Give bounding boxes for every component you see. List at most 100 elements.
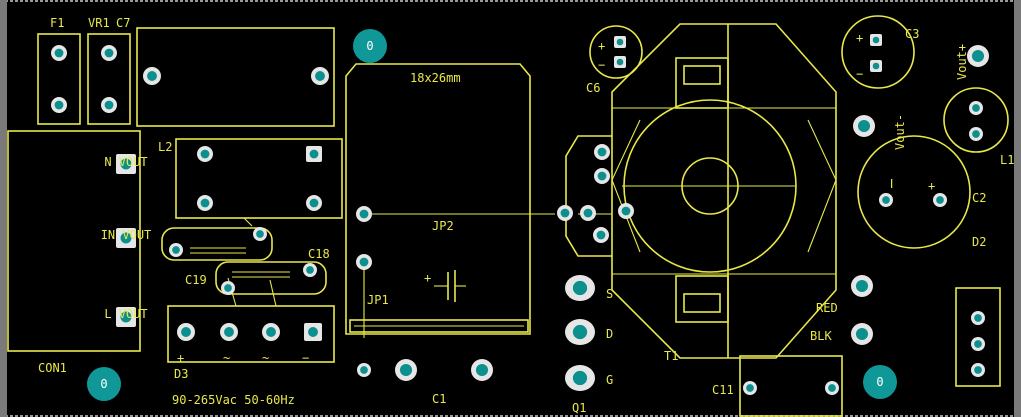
- svg-text:+: +: [928, 179, 935, 193]
- capacitor-c19[interactable]: C19: [161, 227, 273, 287]
- capacitor-c1[interactable]: 18x26mm C1: [345, 63, 531, 406]
- pad: [879, 193, 893, 207]
- label-c2: C2: [972, 191, 986, 205]
- label-d3: D3: [174, 367, 188, 381]
- pad: [870, 34, 882, 46]
- symbol-ac1: ~: [223, 351, 230, 365]
- c2-minus: ǀ: [888, 177, 895, 191]
- pad: [969, 127, 983, 141]
- pad: [580, 205, 596, 221]
- pad: [177, 323, 195, 341]
- label-vr1: VR1: [88, 16, 110, 30]
- pad: [395, 359, 417, 381]
- pad: [197, 195, 213, 211]
- label-pin-d: D: [606, 327, 613, 341]
- label-c6: C6: [586, 81, 600, 95]
- pad: [303, 263, 317, 277]
- pad: [971, 363, 985, 377]
- label-blk: BLK: [810, 329, 832, 343]
- pad: [220, 323, 238, 341]
- pad: [101, 45, 117, 61]
- pad: [825, 381, 839, 395]
- pad: [311, 67, 329, 85]
- pad: [594, 168, 610, 184]
- fiducial-1: 0: [353, 29, 387, 63]
- bridge-rectifier-d3[interactable]: + ~ ~ − D3: [167, 305, 335, 381]
- polarity-symbol: +: [424, 270, 466, 302]
- pad-label-con1-mid: IN VOUT: [101, 228, 152, 242]
- pad: [304, 323, 322, 341]
- pad: [471, 359, 493, 381]
- pad: [853, 115, 875, 137]
- label-c18: C18: [308, 247, 330, 261]
- symbol-plus: +: [177, 351, 184, 365]
- capacitor-c3[interactable]: + − C3: [841, 15, 919, 89]
- pad-label-con1-bot: L VOUT: [104, 307, 147, 321]
- pads: [51, 34, 989, 395]
- input-spec: 90-265Vac 50-60Hz: [172, 393, 295, 407]
- label-c19: C19: [185, 273, 207, 287]
- label-size: 18x26mm: [410, 71, 461, 85]
- output-connector[interactable]: [955, 287, 1001, 387]
- fiducial-3: 0: [863, 365, 897, 399]
- capacitor-c18[interactable]: C18: [215, 247, 330, 295]
- label-pin-g: G: [606, 373, 613, 387]
- pad: [143, 67, 161, 85]
- inductor-l2[interactable]: L2: [158, 138, 343, 219]
- fuse-f1[interactable]: F1: [37, 16, 81, 125]
- label-f1: F1: [50, 16, 64, 30]
- pad: [565, 365, 595, 391]
- pad: [169, 243, 183, 257]
- svg-text:+: +: [856, 31, 863, 45]
- pad: [614, 36, 626, 48]
- label-jp1: JP1: [367, 293, 389, 307]
- svg-text:−: −: [598, 58, 605, 72]
- svg-text:0: 0: [876, 375, 883, 389]
- pad: [565, 319, 595, 345]
- label-c7: C7: [116, 16, 130, 30]
- capacitor-c11[interactable]: C11: [712, 355, 843, 417]
- pad: [969, 101, 983, 115]
- pad: [306, 195, 322, 211]
- svg-text:−: −: [856, 67, 863, 81]
- transformer-t1[interactable]: T1: [611, 23, 837, 363]
- label-t1: T1: [664, 349, 678, 363]
- pad: [221, 281, 235, 295]
- pad: [197, 146, 213, 162]
- pad: [253, 227, 267, 241]
- pad: [51, 97, 67, 113]
- label-vout-minus: Vout-: [893, 114, 907, 150]
- label-jp2: JP2: [432, 219, 454, 233]
- label-c3: C3: [905, 27, 919, 41]
- pad: [851, 323, 873, 345]
- pad: [594, 144, 610, 160]
- label-d2: D2: [972, 235, 986, 249]
- capacitor-c2[interactable]: ǀ + C2: [857, 135, 986, 249]
- svg-text:0: 0: [100, 377, 107, 391]
- label-q1: Q1: [572, 401, 586, 415]
- symbol-cap-plus: +: [424, 271, 431, 285]
- pad: [101, 97, 117, 113]
- connector-con1[interactable]: CON1: [7, 130, 141, 375]
- capacitor-c7-outline[interactable]: [136, 27, 335, 127]
- label-l1: L1: [1000, 153, 1014, 167]
- symbol-ac2: ~: [262, 351, 269, 365]
- label-l2: L2: [158, 140, 172, 154]
- label-c11: C11: [712, 383, 734, 397]
- svg-text:+: +: [598, 39, 605, 53]
- label-vout-plus: Vout+: [955, 44, 969, 80]
- pad: [971, 311, 985, 325]
- pad: [933, 193, 947, 207]
- fiducial-2: 0: [87, 367, 121, 401]
- capacitor-c6[interactable]: + − C6: [586, 25, 643, 95]
- t1-pin-header: [565, 135, 612, 257]
- symbol-minus: −: [302, 351, 309, 365]
- pad: [618, 203, 634, 219]
- pad-label-con1-top: N VOUT: [104, 155, 147, 169]
- pad: [262, 323, 280, 341]
- pad: [306, 146, 322, 162]
- inductor-l1[interactable]: L1: [943, 87, 1014, 167]
- label-pin-s: S: [606, 287, 613, 301]
- varistor-vr1[interactable]: VR1: [87, 16, 131, 125]
